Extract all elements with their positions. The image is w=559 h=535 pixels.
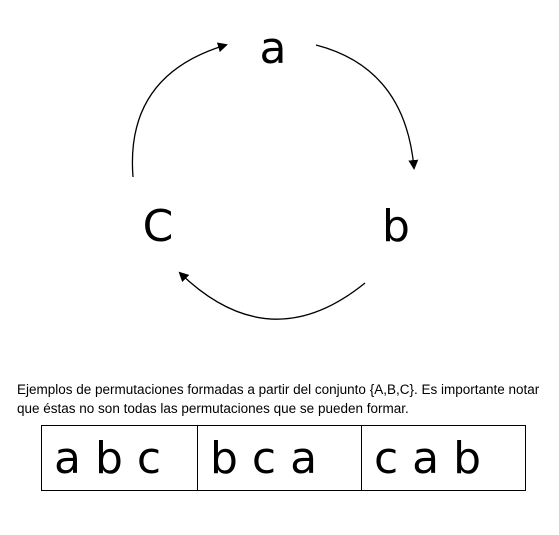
edge-a-to-b (315, 44, 419, 170)
cycle-diagram: a b C (131, 23, 419, 320)
node-c: C (143, 201, 174, 252)
edge-b-to-c (178, 271, 366, 320)
node-b: b (382, 201, 410, 252)
permutations-table: a b c b c a c a b (41, 425, 526, 491)
caption: Ejemplos de permutaciones formadas a par… (17, 382, 540, 416)
permutation-cell: b c a (197, 426, 361, 490)
permutation-cell: a b c (54, 432, 162, 484)
edge-c-to-a (131, 42, 228, 178)
node-a: a (260, 23, 287, 74)
permutation-cell: c a b (361, 426, 525, 490)
